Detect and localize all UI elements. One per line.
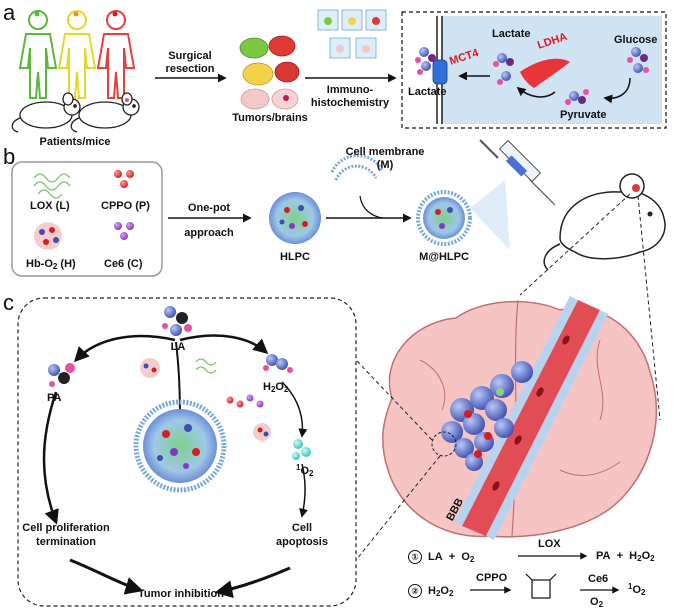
molecule-la [162,306,192,336]
reaction1-enzyme: LOX [538,538,561,550]
cell-membrane [432,16,448,124]
lactate-label-outside: Lactate [408,86,447,98]
reaction2-ce6: Ce6 [588,573,609,585]
mouse-large [543,173,666,271]
molecule-glucose [627,47,649,73]
tumor-nanoparticle-cluster [441,361,533,471]
patient-green-figure [18,10,58,99]
cppo-icon [114,170,134,188]
lactate-label-inside: Lactate [492,28,531,40]
immuno-label-1: Immuno- [326,84,374,96]
la-label: LA [170,341,186,353]
panel-letter-c: c [3,290,14,315]
blood-vessel [454,296,608,540]
reaction2-o2: O2 [590,596,604,609]
hlpc-label: HLPC [280,251,310,263]
arrow-pyruvate-lactate [516,86,556,98]
ce6-icon [114,222,134,240]
surgical-label-2: resection [165,63,215,75]
slides-group [317,9,387,59]
syringe [479,139,556,206]
molecule-lactate-inside [493,53,514,85]
membrane-label-1: Cell membrane [345,146,425,158]
singlet-o2-label: 1O2 [296,463,314,478]
arrow-membrane-merge [359,195,383,219]
panel-letter-b: b [3,144,16,169]
pyruvate-label: Pyruvate [560,109,607,121]
molecule-h2o2 [263,354,293,373]
cppo-label: CPPO (P) [101,200,150,212]
lox-icon [33,173,71,199]
zoom-line-left [519,193,631,296]
tumors-label: Tumors/brains [232,112,308,124]
mouse-right [70,92,140,133]
membrane-label-2: (M) [376,159,394,171]
arrow-apoptosis-tumor [214,566,291,598]
arrow-h2o2-o2 [281,381,308,438]
mhlpc-label: M@HLPC [419,251,469,263]
patient-yellow-dot [73,11,79,17]
mechanism-released-parts [140,358,271,441]
apoptosis-label-1: Cell [291,522,313,534]
tumors-group [239,35,300,110]
mechanism-box [17,297,357,607]
pa-label: PA [47,392,62,404]
hlpc-nanoparticle [269,192,321,244]
surgical-label-1: Surgical [168,50,212,62]
arrow-o2-apoptosis [299,463,308,518]
patient-yellow-figure [57,10,97,99]
hb-label: Hb-O2 (H) [26,258,76,271]
reaction1-products: PA + H2O2 [596,550,655,563]
ce6-label: Ce6 (C) [104,258,143,270]
patient-green-dot [34,11,40,17]
reaction2-product: 1O2 [628,582,646,597]
approach-label: approach [184,227,234,239]
arrow-prolif-tumor [69,558,144,595]
immuno-label-2: histochemistry [310,97,390,109]
prolif-label-1: Cell proliferation [22,522,110,534]
molecule-pyruvate [565,89,589,105]
apoptosis-label-2: apoptosis [276,536,328,548]
arrow-pa-prolif [42,391,59,525]
hb-icon [34,222,62,250]
arrow-glucose-pyruvate [603,77,631,104]
onepot-label: One-pot [187,202,231,214]
ldha-enzyme [520,58,570,88]
arrow-la-pa [73,334,176,363]
zoom-line-c-bottom [355,455,441,561]
patient-red-dot [112,11,118,17]
zoom-circle [431,431,457,457]
glucose-label: Glucose [614,34,658,46]
mhlpc-nanoparticle [416,190,472,246]
molecule-singlet-oxygen [292,439,311,460]
tumor-inhibition-label: Tumor inhibition [138,588,224,600]
patient-red-figure [96,10,136,99]
injection-beam [470,180,510,250]
patients-label: Patients/mice [39,136,111,148]
lox-label: LOX (L) [30,200,70,212]
mouse-left [11,92,81,133]
cell-box-outline [401,11,667,129]
patients-group [11,10,140,133]
h2o2-label: H2O2 [263,381,289,394]
mechanism-nanoparticle [133,399,227,493]
panel-letter-a: a [3,0,16,25]
molecule-pa [48,363,75,387]
arrow-la-h2o2 [179,334,269,354]
zoom-line-right [637,195,661,421]
reaction2-cppo: CPPO [476,572,508,584]
cell-membrane-arc [330,154,384,181]
molecule-lactate-outside [415,47,436,75]
dioxetanedione-structure [525,573,557,599]
prolif-label-2: termination [36,536,96,548]
zoom-line-c-top [355,359,433,441]
